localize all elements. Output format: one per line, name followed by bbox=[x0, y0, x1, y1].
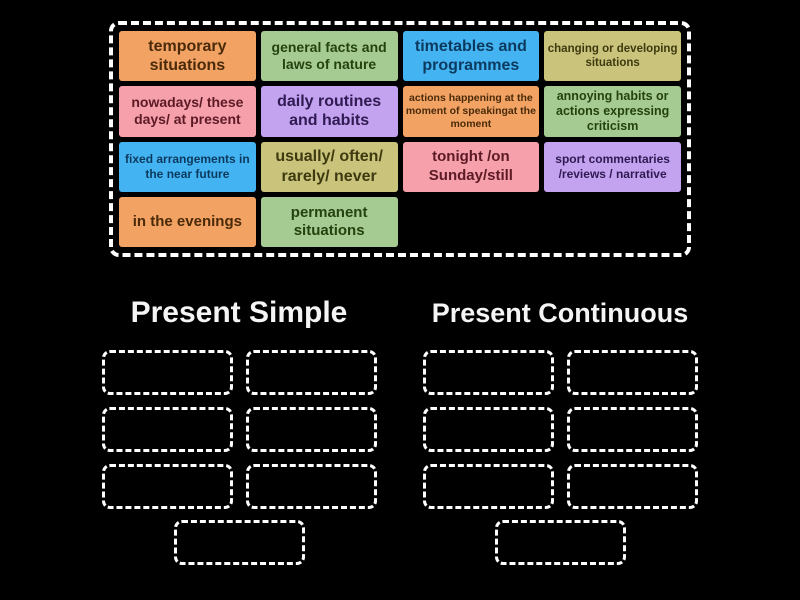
tile-sport-commentaries[interactable]: sport commentaries /reviews / narrative bbox=[544, 141, 681, 192]
group-present-simple: Present Simple bbox=[101, 292, 377, 565]
tile-changing-developing[interactable]: changing or developing situations bbox=[544, 31, 681, 82]
drop-slot[interactable] bbox=[101, 350, 233, 395]
tile-actions-happening[interactable]: actions happening at the moment of speak… bbox=[402, 86, 540, 137]
drop-slot[interactable] bbox=[566, 464, 698, 509]
drop-slot[interactable] bbox=[245, 464, 377, 509]
group-title-present-simple: Present Simple bbox=[130, 296, 348, 329]
drop-slot[interactable] bbox=[173, 520, 305, 565]
tile-general-facts[interactable]: general facts and laws of nature bbox=[260, 31, 398, 82]
tile-temporary-situations[interactable]: temporary situations bbox=[119, 31, 256, 82]
drop-slot[interactable] bbox=[566, 350, 698, 395]
tile-in-the-evenings[interactable]: in the evenings bbox=[119, 196, 256, 247]
drop-slot[interactable] bbox=[245, 350, 377, 395]
slot-row-bottom bbox=[422, 520, 698, 565]
tile-pool: temporary situations general facts and l… bbox=[109, 21, 691, 257]
slot-grid-present-continuous bbox=[422, 350, 698, 509]
drop-slot[interactable] bbox=[566, 407, 698, 452]
drop-slot[interactable] bbox=[101, 407, 233, 452]
tile-timetables[interactable]: timetables and programmes bbox=[402, 31, 540, 82]
drop-slot[interactable] bbox=[494, 520, 626, 565]
slot-row-bottom bbox=[101, 520, 377, 565]
group-present-continuous: Present Continuous bbox=[422, 292, 698, 565]
tile-permanent-situations[interactable]: permanent situations bbox=[260, 196, 398, 247]
drop-slot[interactable] bbox=[422, 350, 554, 395]
drop-slot[interactable] bbox=[422, 464, 554, 509]
tile-tonight[interactable]: tonight /on Sunday/still bbox=[402, 141, 540, 192]
tile-usually-often[interactable]: usually/ often/ rarely/ never bbox=[260, 141, 398, 192]
drop-slot[interactable] bbox=[422, 407, 554, 452]
tile-fixed-arrangements[interactable]: fixed arrangements in the near future bbox=[119, 141, 256, 192]
tile-daily-routines[interactable]: daily routines and habits bbox=[260, 86, 398, 137]
drop-slot[interactable] bbox=[245, 407, 377, 452]
group-title-present-continuous: Present Continuous bbox=[431, 297, 689, 328]
tile-annoying-habits[interactable]: annoying habits or actions expressing cr… bbox=[544, 86, 681, 137]
tile-nowadays[interactable]: nowadays/ these days/ at present bbox=[119, 86, 256, 137]
slot-grid-present-simple bbox=[101, 350, 377, 509]
drop-slot[interactable] bbox=[101, 464, 233, 509]
